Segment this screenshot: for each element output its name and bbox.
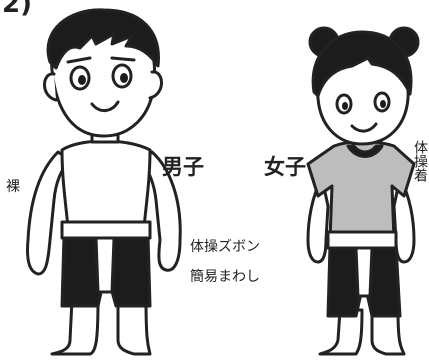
- boy-right-arm: [140, 150, 182, 272]
- girl-mouth: [350, 122, 378, 133]
- boy-right-ear: [148, 70, 163, 100]
- label-gym-shirt: 体操着: [412, 140, 428, 182]
- boy-mawashi-front: [94, 236, 116, 294]
- girl-left-leg: [318, 308, 364, 356]
- label-simple-mawashi: 簡易まわし: [190, 269, 260, 285]
- girl-right-pupil: [380, 100, 386, 108]
- girl-mawashi-front: [354, 246, 374, 298]
- boy-figure: [26, 8, 182, 356]
- girl-collar: [346, 144, 384, 158]
- boy-right-pupil: [120, 73, 128, 83]
- boy-left-leg: [50, 298, 100, 356]
- boy-right-leg: [116, 298, 152, 356]
- boy-left-brow: [66, 56, 92, 64]
- girl-figure: [306, 26, 420, 356]
- girl-shorts: [326, 244, 402, 318]
- girl-left-pupil: [342, 102, 348, 110]
- boy-right-brow: [110, 56, 136, 62]
- boy-left-ear: [43, 72, 58, 102]
- boy-left-pupil: [78, 75, 86, 85]
- girl-left-arm: [306, 176, 330, 264]
- boy-mawashi-belt: [60, 220, 152, 240]
- girl-right-leg: [370, 308, 406, 356]
- boy-torso: [60, 139, 152, 230]
- boy-hair: [46, 8, 160, 70]
- label-boy: 男子: [162, 155, 204, 179]
- boy-left-arm: [26, 150, 72, 276]
- boy-mouth: [90, 100, 120, 112]
- heading-fragment: 2): [2, 0, 32, 19]
- label-girl: 女子: [264, 155, 306, 179]
- label-naked: 裸: [6, 179, 20, 195]
- label-gym-pants: 体操ズボン: [190, 239, 260, 255]
- girl-hair: [311, 30, 413, 98]
- girl-mawashi-belt: [326, 230, 398, 250]
